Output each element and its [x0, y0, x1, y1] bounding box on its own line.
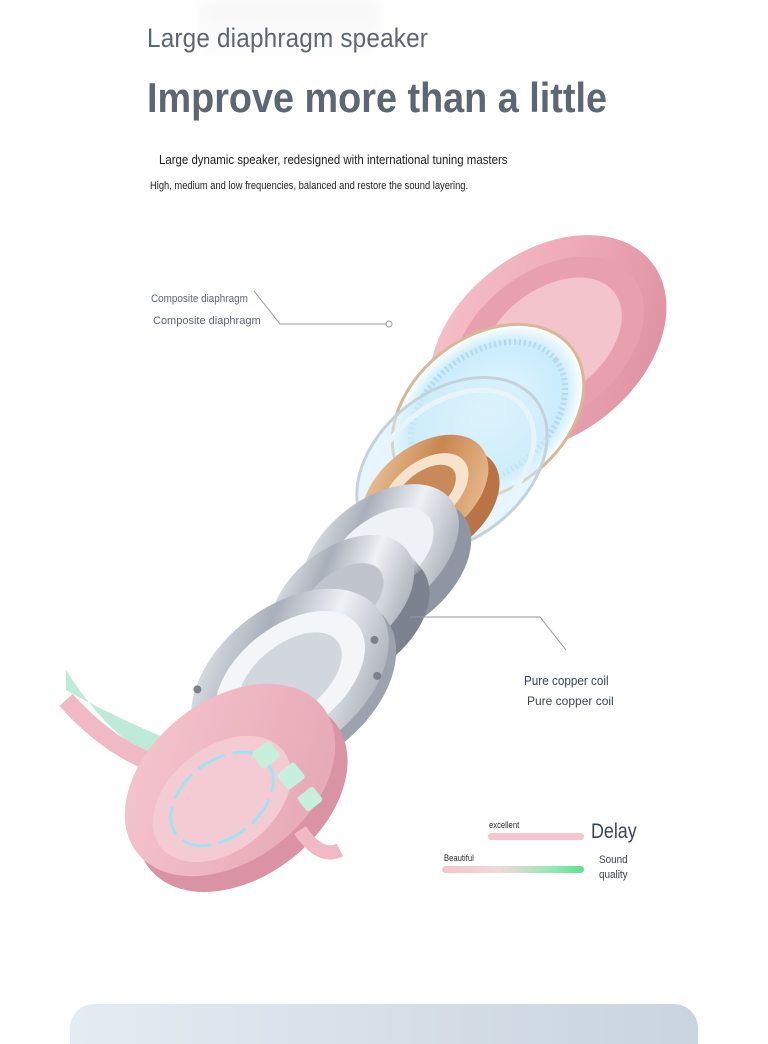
sound-quality-label: Sound quality	[599, 854, 628, 881]
sound-quality-bar	[442, 866, 584, 873]
description-line-2: High, medium and low frequencies, balanc…	[150, 180, 469, 192]
faded-background-graphic	[200, 0, 380, 70]
delay-bar-label: excellent	[489, 820, 520, 830]
next-section-banner	[70, 1004, 698, 1044]
page-headline: Improve more than a little	[147, 74, 608, 121]
delay-bar	[488, 833, 584, 840]
coil-callout-line	[410, 616, 567, 651]
coil-callout-title: Pure copper coil	[524, 673, 609, 688]
description-line-1: Large dynamic speaker, redesigned with i…	[159, 152, 508, 167]
section-subtitle: Large diaphragm speaker	[147, 23, 429, 53]
coil-callout-subtitle: Pure copper coil	[527, 694, 614, 708]
diaphragm-callout-subtitle: Composite diaphragm	[153, 315, 261, 327]
sound-quality-bar-label: Beautiful	[444, 853, 474, 863]
diaphragm-callout-title: Composite diaphragm	[151, 293, 248, 305]
diaphragm-callout-line	[253, 290, 386, 325]
headphone-shell	[59, 670, 348, 892]
delay-label: Delay	[591, 820, 637, 843]
